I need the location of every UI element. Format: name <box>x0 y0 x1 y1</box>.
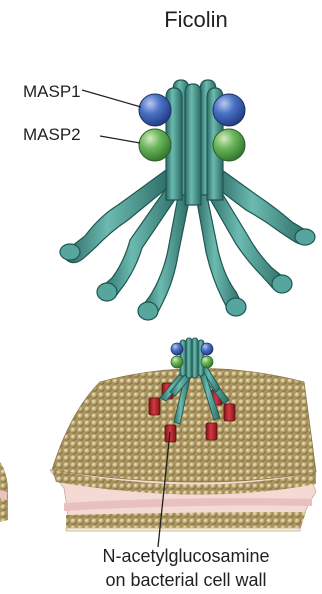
masp1-leader-line <box>82 90 141 107</box>
bacterial-cell-wall <box>0 369 316 532</box>
caption-line-2: on bacterial cell wall <box>105 570 266 590</box>
masp2-label: MASP2 <box>23 125 81 144</box>
diagram-title: Ficolin <box>164 7 228 32</box>
masp1-label: MASP1 <box>23 82 81 101</box>
caption-line-1: N-acetylglucosamine <box>102 546 269 566</box>
ficolin-molecule-large <box>60 80 315 320</box>
masp1-sphere-right <box>213 94 245 126</box>
masp2-leader-line <box>100 136 140 143</box>
masp2-sphere-right <box>213 129 245 161</box>
masp1-sphere-left <box>139 94 171 126</box>
masp2-sphere-left <box>139 129 171 161</box>
